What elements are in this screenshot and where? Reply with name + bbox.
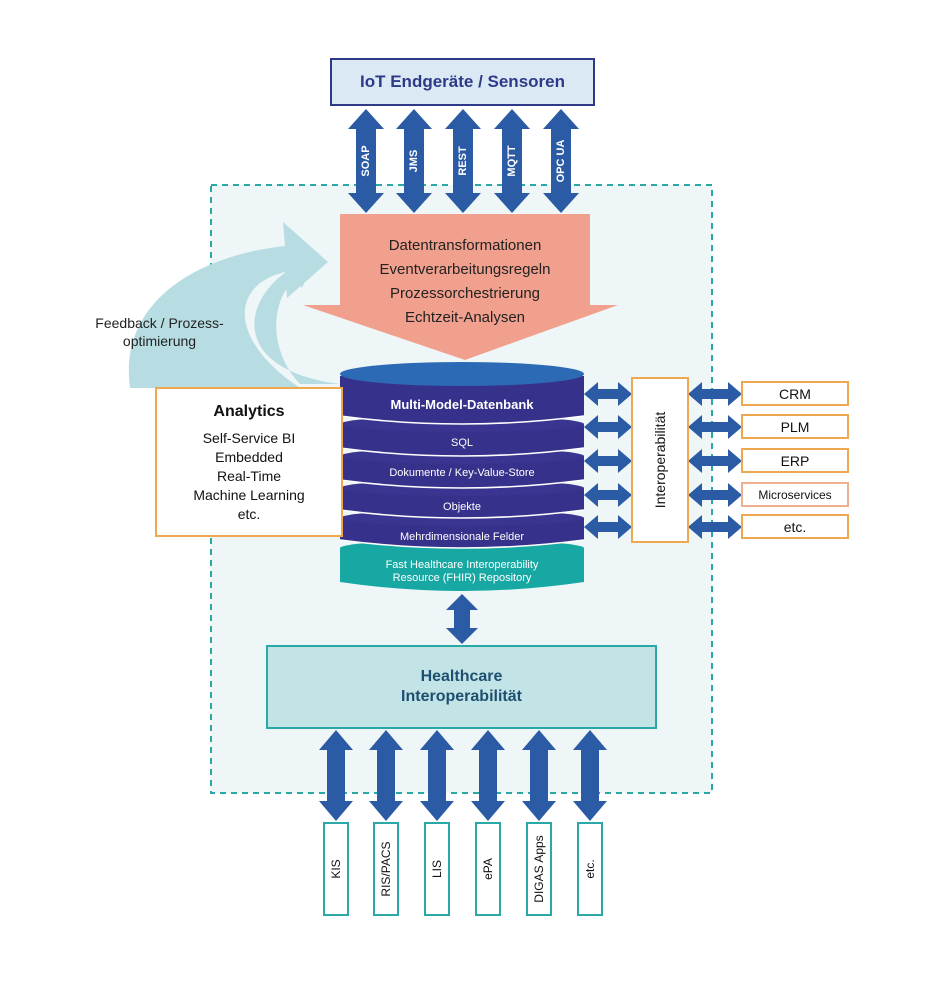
- analytics-item: Embedded: [215, 449, 283, 465]
- iot-devices-box: IoT Endgeräte / Sensoren: [330, 58, 595, 106]
- analytics-item: Real-Time: [216, 468, 282, 484]
- bottom-system-epa: ePA: [475, 822, 501, 916]
- interop-system-arrow: [688, 415, 742, 439]
- iot-title: IoT Endgeräte / Sensoren: [360, 72, 565, 91]
- system-erp: ERP: [741, 448, 849, 473]
- bottom-system-ris-pacs: RIS/PACS: [373, 822, 399, 916]
- db-healthcare-arrow: [446, 594, 478, 644]
- protocol-arrow: [396, 109, 432, 213]
- fhir-line-2: Resource (FHIR) Repository: [393, 572, 532, 584]
- system-label: etc.: [783, 518, 807, 535]
- interop-system-arrow: [688, 382, 742, 406]
- bottom-system-etc: etc.: [577, 822, 603, 916]
- bottom-system-label: etc.: [583, 859, 597, 879]
- analytics-item: etc.: [237, 506, 261, 522]
- healthcare-line-2: Interoperabilität: [401, 688, 522, 705]
- bottom-system-arrow: [369, 730, 403, 821]
- protocol-arrow: [348, 109, 384, 213]
- fhir-line-1: Fast Healthcare Interoperability: [386, 559, 539, 571]
- feedback-label: Feedback / Prozess- optimierung: [72, 314, 247, 350]
- processing-labels: Datentransformationen Eventverarbeitungs…: [340, 234, 590, 330]
- feedback-line-1: Feedback / Prozess-: [95, 315, 224, 331]
- protocol-arrow: [445, 109, 481, 213]
- protocol-label: SOAP: [360, 145, 372, 176]
- bottom-system-arrow: [522, 730, 556, 821]
- processing-item: Eventverarbeitungsregeln: [379, 261, 551, 278]
- bottom-system-arrow: [319, 730, 353, 821]
- database-layer: Mehrdimensionale Felder: [400, 531, 524, 543]
- interop-system-arrow: [688, 449, 742, 473]
- system-etc: etc.: [741, 514, 849, 539]
- db-interop-arrow: [584, 483, 632, 507]
- system-label: Microservices: [758, 487, 832, 502]
- system-label: CRM: [779, 385, 811, 402]
- protocol-arrow: [543, 109, 579, 213]
- processing-item: Prozessorchestrierung: [389, 285, 541, 302]
- protocol-arrow: [494, 109, 530, 213]
- db-interop-arrow: [584, 449, 632, 473]
- bottom-system-label: DIGAS Apps: [532, 835, 546, 903]
- interop-box: Interoperabilität: [631, 377, 689, 543]
- analytics-item: Self-Service BI: [202, 430, 296, 446]
- database-layer: Objekte: [443, 501, 481, 513]
- protocol-label: OPC UA: [555, 140, 567, 183]
- bottom-system-label: KIS: [329, 859, 343, 879]
- db-interop-arrow: [584, 415, 632, 439]
- bottom-system-arrow: [420, 730, 454, 821]
- db-interop-arrow: [584, 382, 632, 406]
- protocol-label: JMS: [408, 150, 420, 173]
- protocol-label: REST: [457, 146, 469, 176]
- analytics-title: Analytics: [213, 403, 285, 420]
- analytics-item: Machine Learning: [193, 487, 305, 503]
- db-interop-arrow: [584, 515, 632, 539]
- healthcare-line-1: Healthcare: [420, 668, 503, 685]
- database-layer: Dokumente / Key-Value-Store: [389, 467, 534, 479]
- bottom-system-lis: LIS: [424, 822, 450, 916]
- analytics-box: Analytics Self-Service BI Embedded Real-…: [155, 387, 343, 537]
- bottom-system-label: RIS/PACS: [379, 841, 393, 897]
- system-label: PLM: [780, 418, 810, 435]
- system-crm: CRM: [741, 381, 849, 406]
- database-layer: SQL: [451, 437, 473, 449]
- bottom-system-label: ePA: [481, 858, 495, 880]
- system-plm: PLM: [741, 414, 849, 439]
- bottom-system-arrow: [573, 730, 607, 821]
- database-title: Multi-Model-Datenbank: [391, 397, 535, 412]
- system-label: ERP: [780, 452, 810, 469]
- interop-system-arrow: [688, 483, 742, 507]
- processing-item: Echtzeit-Analysen: [404, 309, 526, 326]
- feedback-line-2: optimierung: [122, 333, 197, 349]
- protocol-label: MQTT: [506, 145, 518, 176]
- bottom-system-kis: KIS: [323, 822, 349, 916]
- processing-item: Datentransformationen: [388, 237, 542, 254]
- system-microservices: Microservices: [741, 482, 849, 507]
- bottom-system-arrow: [471, 730, 505, 821]
- interop-system-arrow: [688, 515, 742, 539]
- bottom-system-label: LIS: [430, 859, 444, 879]
- bottom-system-digas: DIGAS Apps: [526, 822, 552, 916]
- healthcare-interop-box: Healthcare Interoperabilität: [266, 645, 657, 729]
